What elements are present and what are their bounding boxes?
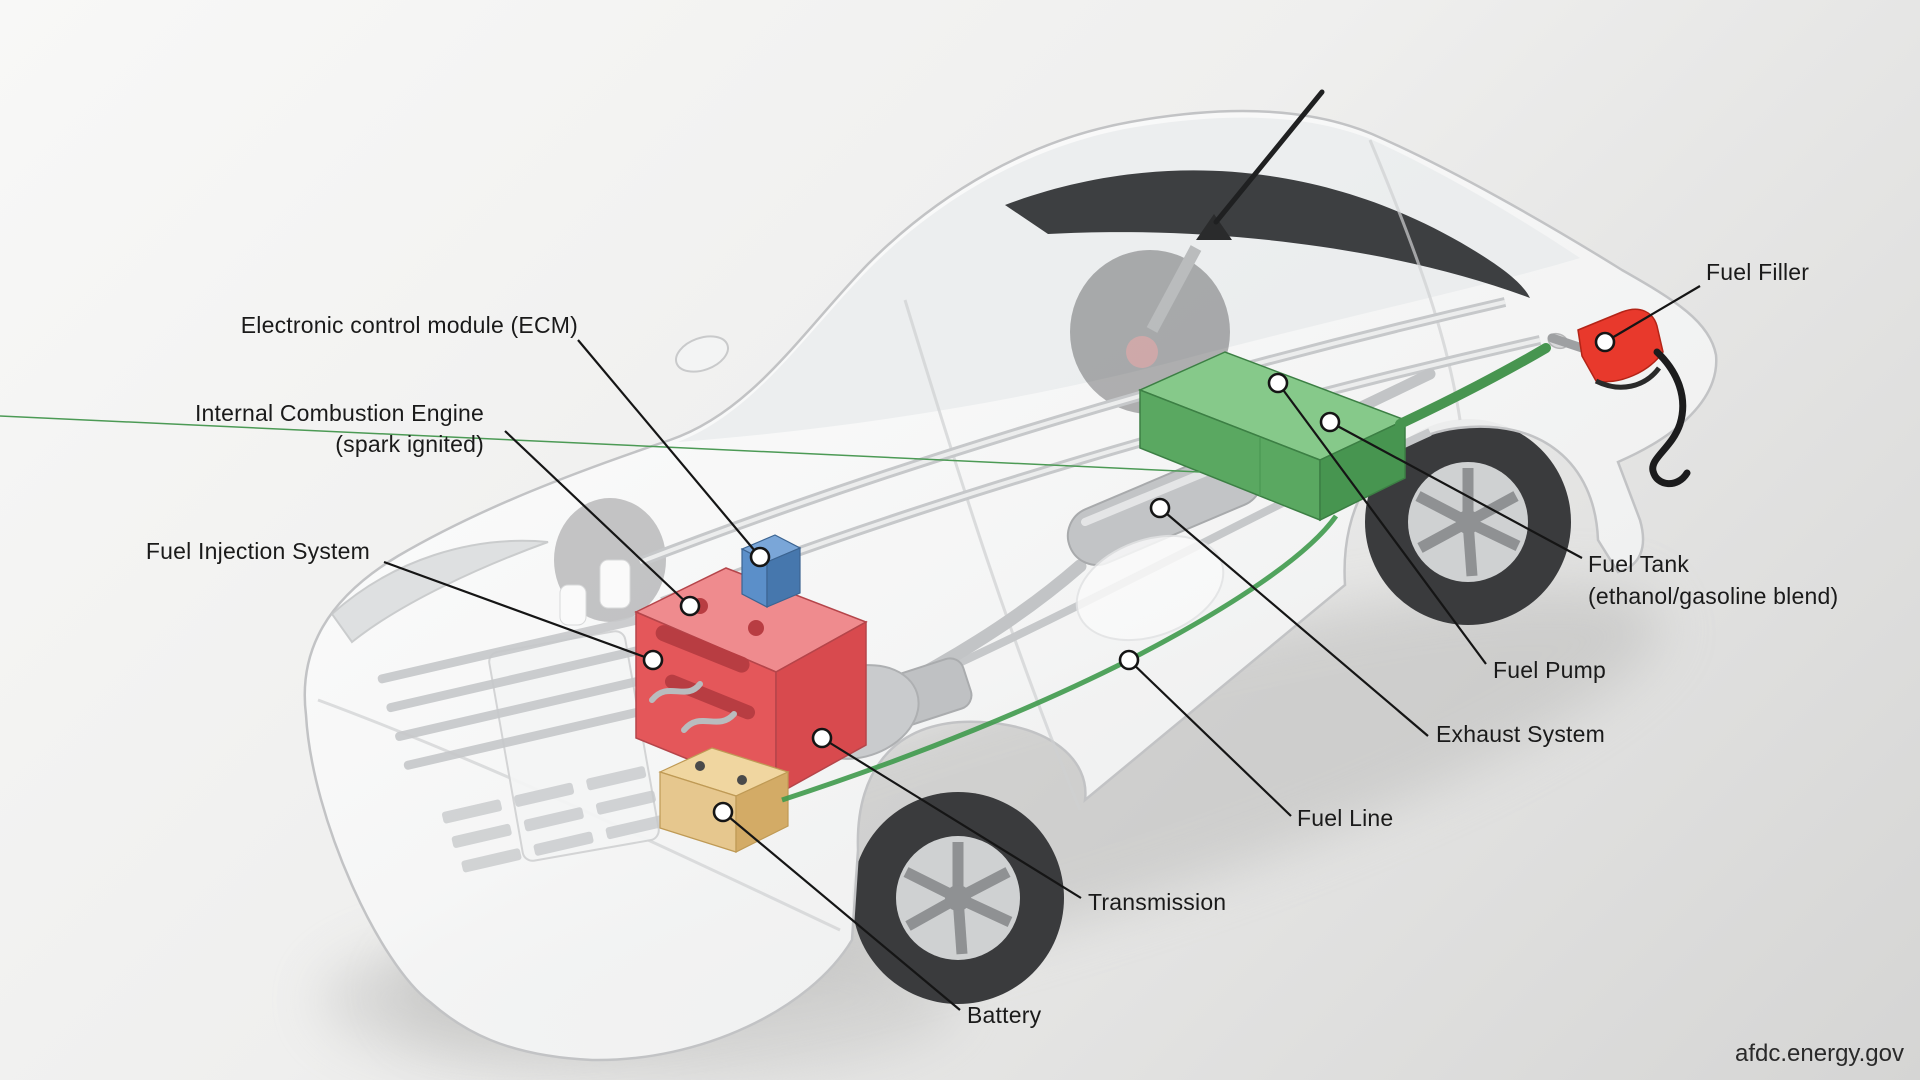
grille [377,615,670,873]
label-internal-combustion-engine: Internal Combustion Engine (spark ignite… [194,400,484,457]
leader-ice [504,430,691,607]
label-fuel-pump: Fuel Pump [1493,657,1607,683]
marker-battery [712,801,734,823]
leader-lines [383,285,1701,1011]
leader-markers [642,331,1616,823]
marker-ecm [749,546,771,568]
fuel-tank-block [0,343,1551,522]
label-fuel-injection-system: Fuel Injection System [145,538,370,564]
leader-battery [722,811,961,1011]
source-url: afdc.energy.gov [1735,1040,1904,1067]
front-wheel [852,792,1064,1004]
marker-fuel-pump [1267,372,1289,394]
label-fuel-tank: Fuel Tank (ethanol/gasoline blend) [1588,551,1839,609]
battery-box [658,747,790,853]
seat [1075,534,1225,642]
leader-fuel-filler [1604,285,1701,343]
marker-ice [679,595,701,617]
label-fuel-filler: Fuel Filler [1706,259,1810,285]
marker-fuel-injection [642,649,664,671]
leader-fuel-injection [383,560,654,662]
label-transmission: Transmission [1088,889,1227,915]
label-fuel-line: Fuel Line [1297,805,1394,831]
side-mirror [675,335,729,373]
label-exhaust-system: Exhaust System [1436,721,1605,747]
marker-fuel-line [1118,649,1140,671]
label-battery: Battery [967,1002,1042,1028]
marker-exhaust [1149,497,1171,519]
marker-fuel-filler [1594,331,1616,353]
engine-block [634,567,868,797]
leader-transmission [821,737,1082,899]
leader-fuel-line [1128,659,1292,817]
leader-ecm [577,339,761,558]
leader-exhaust [1159,507,1429,737]
rear-wheel [1365,419,1571,625]
label-ecm: Electronic control module (ECM) [240,312,578,338]
fuel-filler-nozzle [1547,308,1691,488]
marker-fuel-tank [1319,411,1341,433]
marker-transmission [811,727,833,749]
roof-glass [1005,170,1530,298]
leader-fuel-pump [1277,382,1487,665]
leader-fuel-tank [1329,421,1583,559]
headlight [330,539,549,644]
antenna [1196,89,1325,240]
